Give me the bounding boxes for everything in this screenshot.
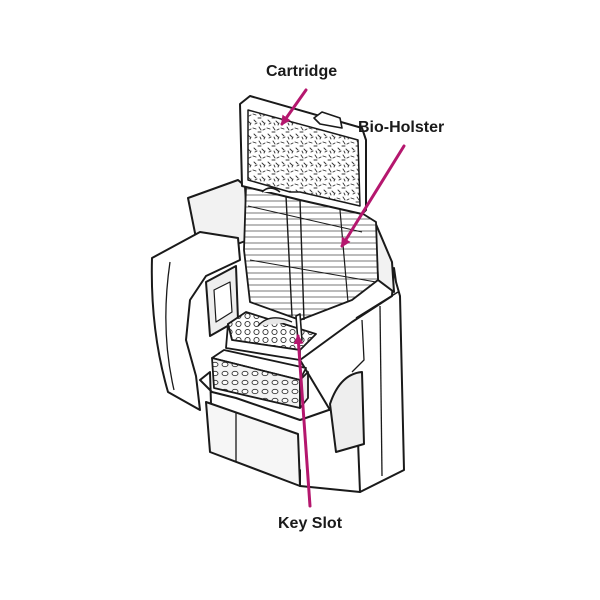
cartridge-label: Cartridge bbox=[266, 63, 338, 80]
bio-holster bbox=[243, 185, 379, 321]
bio-holster-arrow bbox=[340, 144, 406, 248]
bio-holster-label: Bio-Holster bbox=[358, 119, 445, 136]
cartridge bbox=[239, 95, 367, 215]
cartridge-arrow bbox=[280, 88, 308, 126]
filter-housing bbox=[150, 179, 405, 493]
key-slot-label: Key Slot bbox=[278, 515, 343, 532]
key-slot-arrow bbox=[293, 334, 312, 508]
callout-arrows bbox=[280, 88, 406, 508]
